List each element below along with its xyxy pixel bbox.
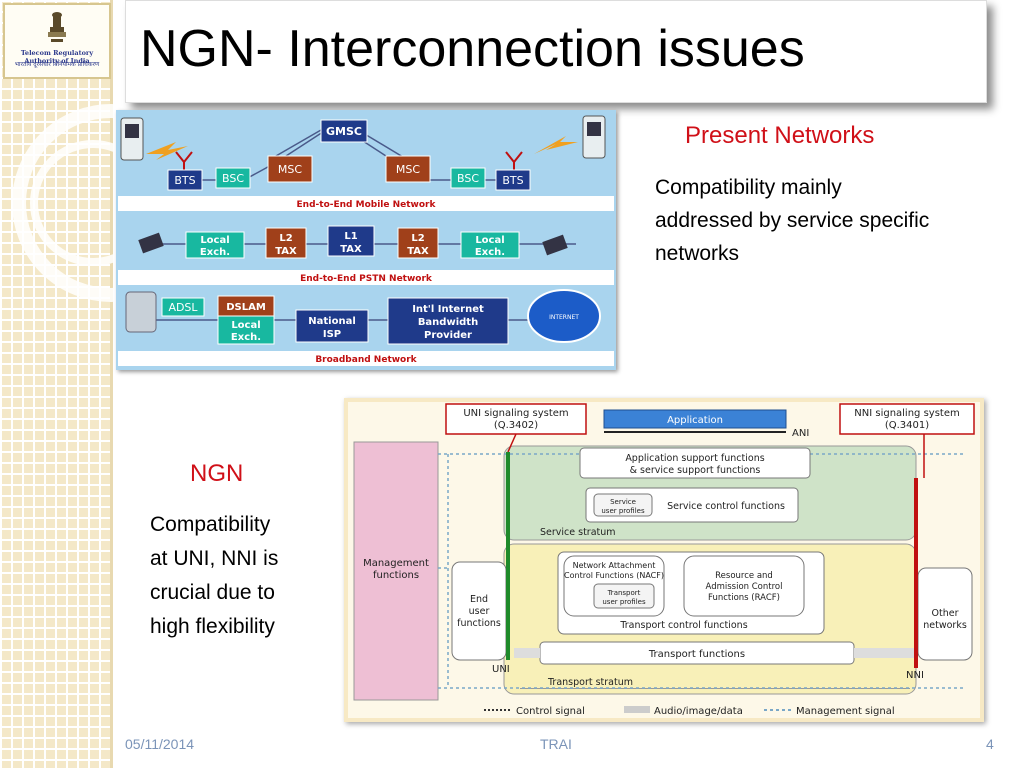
- ngn-architecture-diagram: Management functions UNI signaling syste…: [344, 398, 984, 722]
- gmsc-label: GMSC: [326, 125, 362, 138]
- pstn-l2-left-2: TAX: [275, 246, 297, 257]
- dslam-label: DSLAM: [226, 302, 266, 313]
- racf-label-3: Functions (RACF): [708, 593, 780, 603]
- present-networks-diagram: GMSC MSC MSC BSC BSC BTS BTS End-to-End …: [116, 110, 616, 370]
- end-user-1: End: [470, 594, 488, 605]
- internet-cloud-label: INTERNET: [549, 314, 579, 321]
- bb-local-exch-2: Exch.: [231, 332, 261, 343]
- end-user-2: user: [469, 606, 490, 617]
- service-control-label: Service control functions: [667, 501, 785, 512]
- mobile-caption: End-to-End Mobile Network: [297, 200, 437, 210]
- bts-left-label: BTS: [174, 174, 195, 187]
- nacf-label-1: Network Attachment: [573, 561, 656, 570]
- end-user-3: functions: [457, 618, 501, 629]
- ngn-architecture-svg: Management functions UNI signaling syste…: [348, 402, 980, 718]
- bts-right-label: BTS: [502, 174, 523, 187]
- pstn-l2-left-1: L2: [279, 233, 292, 244]
- org-name-hindi: भारतीय दूरसंचार विनियामक प्राधिकरण: [14, 61, 100, 68]
- transport-profiles-1: Transport: [607, 589, 641, 597]
- trai-logo: Telecom Regulatory Authority of India भा…: [3, 3, 111, 79]
- uni-signaling-1: UNI signaling system: [463, 408, 568, 419]
- ibp-label-2: Bandwidth: [418, 317, 478, 328]
- pstn-local-exch-left-2: Exch.: [200, 247, 230, 258]
- transport-functions-label: Transport functions: [648, 649, 745, 660]
- legend-media: Audio/image/data: [654, 706, 743, 717]
- msc-right-label: MSC: [396, 163, 420, 176]
- nni-label: NNI: [906, 670, 924, 681]
- emblem-icon: [48, 12, 66, 42]
- pstn-l1-2: TAX: [340, 244, 362, 255]
- legend-control-signal: Control signal: [516, 706, 585, 717]
- uni-label: UNI: [492, 664, 510, 675]
- title-box: NGN- Interconnection issues: [125, 0, 987, 103]
- isp-label-1: National: [308, 316, 356, 327]
- bb-local-exch-1: Local: [231, 320, 260, 331]
- pstn-caption: End-to-End PSTN Network: [300, 274, 433, 284]
- pstn-local-exch-right-1: Local: [475, 235, 504, 246]
- ngn-text-line: at UNI, NNI is: [150, 547, 279, 570]
- present-text-line: networks: [655, 242, 740, 265]
- service-stratum-label: Service stratum: [540, 527, 616, 538]
- transport-profiles-2: user profiles: [602, 598, 646, 606]
- pstn-l2-right-1: L2: [411, 233, 424, 244]
- ngn-text: Compatibility at UNI, NNI is crucial due…: [150, 508, 278, 644]
- ibp-label-3: Provider: [424, 330, 472, 341]
- bsc-right-label: BSC: [457, 172, 479, 185]
- legend-management-signal: Management signal: [796, 706, 895, 717]
- isp-label-2: ISP: [323, 329, 341, 340]
- racf-label-1: Resource and: [715, 571, 773, 581]
- pstn-local-exch-left-1: Local: [200, 235, 229, 246]
- management-label-2: functions: [373, 570, 419, 581]
- racf-label-2: Admission Control: [706, 582, 783, 592]
- pstn-l1-1: L1: [344, 231, 357, 242]
- transport-control-label: Transport control functions: [619, 620, 747, 631]
- present-text-line: Compatibility mainly: [655, 176, 842, 199]
- broadband-caption: Broadband Network: [315, 355, 417, 365]
- slide-title: NGN- Interconnection issues: [140, 20, 805, 78]
- present-networks-svg: GMSC MSC MSC BSC BSC BTS BTS End-to-End …: [118, 112, 614, 366]
- footer-center: TRAI: [540, 736, 572, 752]
- other-networks-2: networks: [923, 620, 967, 631]
- nni-signaling-2: (Q.3401): [885, 420, 929, 431]
- app-support-1: Application support functions: [625, 453, 764, 464]
- adsl-label: ADSL: [168, 301, 198, 314]
- ani-label: ANI: [792, 428, 809, 439]
- nacf-label-2: Control Functions (NACF): [564, 571, 664, 580]
- pstn-local-exch-right-2: Exch.: [475, 247, 505, 258]
- footer-date: 05/11/2014: [125, 736, 195, 752]
- present-networks-text: Compatibility mainly addressed by servic…: [655, 171, 929, 270]
- service-profiles-2: user profiles: [601, 507, 645, 515]
- page-number: 4: [986, 736, 994, 752]
- org-name: Telecom Regulatory Authority of India: [20, 49, 94, 65]
- ibp-label-1: Int'l Internet: [412, 304, 484, 315]
- ngn-text-line: crucial due to: [150, 581, 275, 604]
- app-support-2: & service support functions: [630, 465, 761, 476]
- transport-stratum-label: Transport stratum: [547, 677, 633, 688]
- uni-signaling-2: (Q.3402): [494, 420, 538, 431]
- bsc-left-label: BSC: [222, 172, 244, 185]
- ngn-heading: NGN: [190, 460, 244, 487]
- management-label-1: Management: [363, 558, 429, 569]
- service-profiles-1: Service: [610, 498, 636, 506]
- ngn-text-line: Compatibility: [150, 513, 271, 536]
- application-label: Application: [667, 415, 723, 426]
- other-networks-1: Other: [932, 608, 959, 619]
- msc-left-label: MSC: [278, 163, 302, 176]
- present-networks-heading: Present Networks: [685, 122, 875, 149]
- nni-signaling-1: NNI signaling system: [854, 408, 959, 419]
- pstn-l2-right-2: TAX: [407, 246, 429, 257]
- ngn-text-line: high flexibility: [150, 615, 275, 638]
- present-text-line: addressed by service specific: [655, 209, 930, 232]
